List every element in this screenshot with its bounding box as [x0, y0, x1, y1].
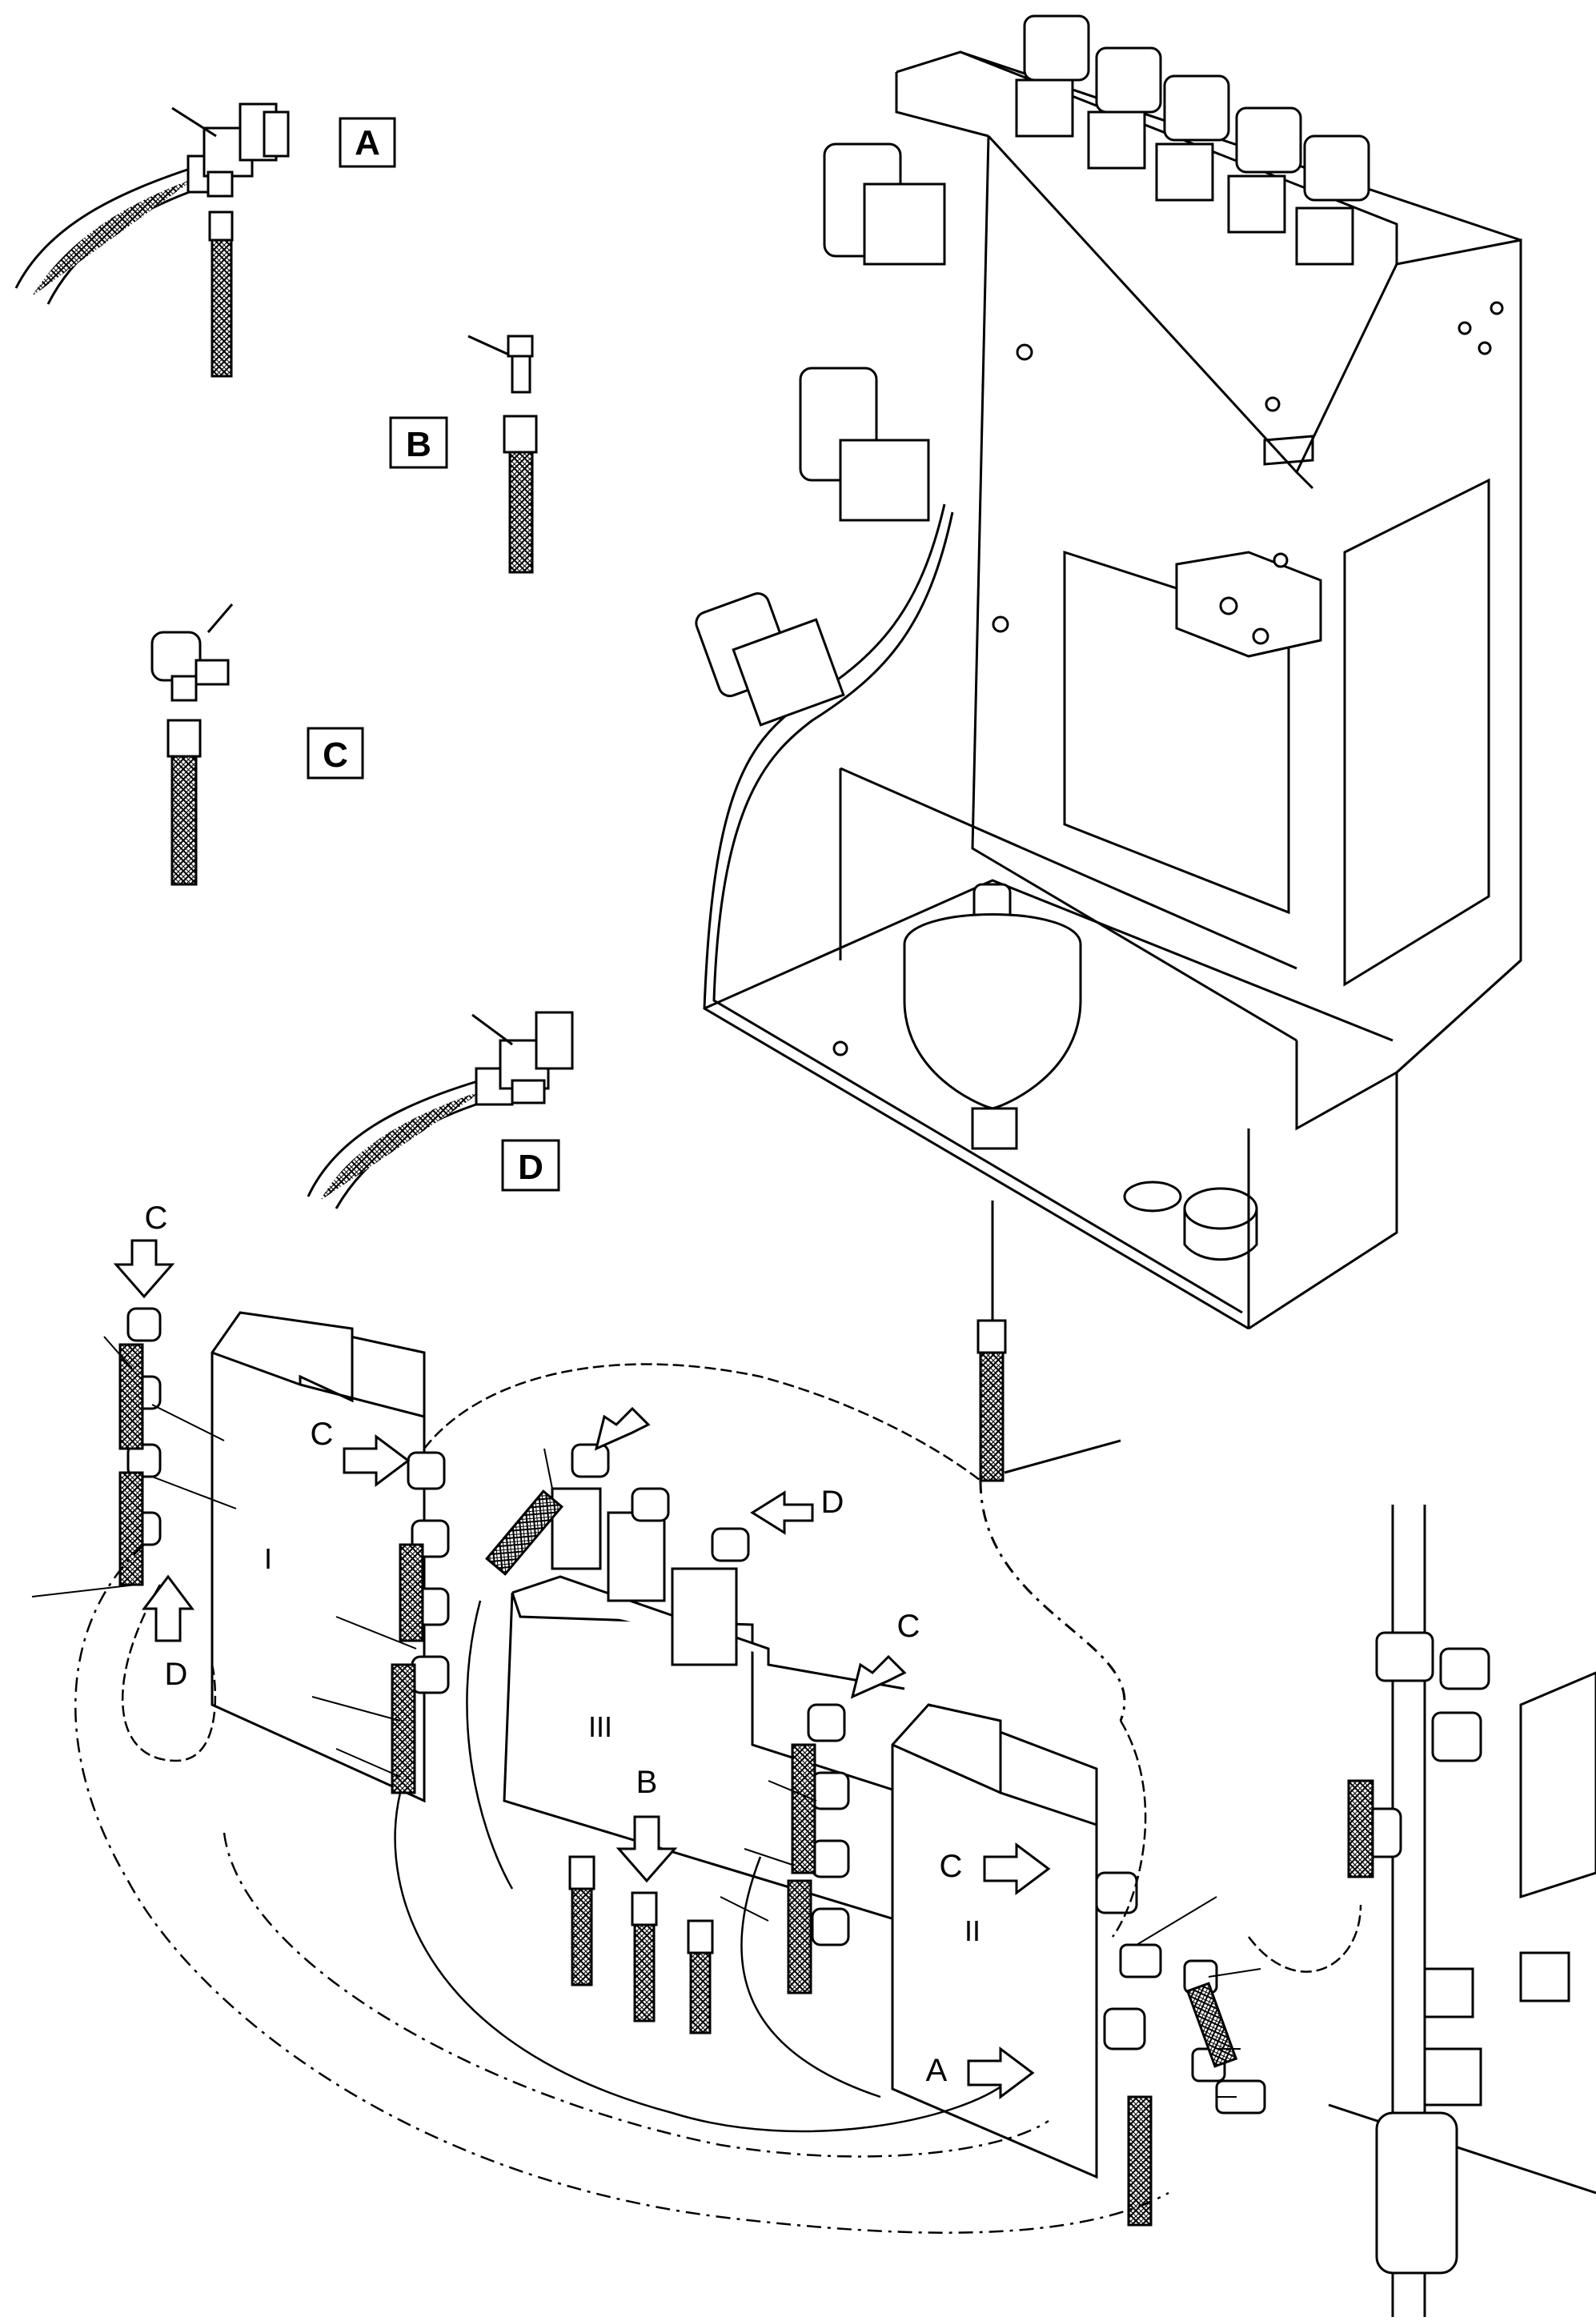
- solenoid-valve-row: [1015, 14, 1370, 266]
- callout-c-top-left: C: [145, 1201, 168, 1236]
- callout-d-top: D: [821, 1485, 844, 1520]
- block-iii-bottom-hoses: [568, 1855, 714, 2034]
- detail-c-label: C: [323, 736, 348, 775]
- callout-c-center: C: [897, 1609, 920, 1644]
- detail-d-fitting: [307, 1011, 574, 1209]
- block-i: [211, 1311, 426, 1803]
- callout-b-center: B: [636, 1765, 658, 1800]
- block-ii: [891, 1703, 1098, 2179]
- callout-letters: C C D D C B C A: [145, 1201, 963, 2088]
- detail-a-label: A: [355, 123, 380, 162]
- detail-c-label-box: C: [307, 727, 364, 780]
- detail-c-fitting: [150, 603, 234, 886]
- detail-d-label: D: [518, 1148, 543, 1187]
- callout-d-left: D: [165, 1657, 188, 1692]
- block-ii-left-fittings: [787, 1703, 850, 1994]
- vertical-hose: [976, 1201, 1126, 1722]
- callout-arrows: [113, 1239, 1051, 2099]
- side-valves: [695, 142, 946, 727]
- block-iii-label: III: [588, 1710, 612, 1743]
- callout-c-block-ii: C: [940, 1849, 963, 1884]
- accumulator: [903, 883, 1082, 1150]
- detail-b-label: B: [406, 425, 431, 464]
- callout-c-block-i: C: [311, 1417, 334, 1452]
- right-machinery: [1328, 1505, 1596, 2317]
- block-i-right-fittings: [391, 1451, 450, 1794]
- block-i-left-fittings: [118, 1307, 162, 1586]
- block-i-label: I: [264, 1542, 272, 1575]
- detail-a-label-box: A: [339, 117, 396, 168]
- block-iii-top-fittings: [485, 1443, 750, 1576]
- leader-lines: [31, 1336, 1261, 2098]
- detail-d-label-box: D: [501, 1139, 560, 1192]
- detail-b-fitting: [467, 335, 538, 574]
- block-ii-right-fittings: [1095, 1871, 1266, 2227]
- block-ii-label: II: [964, 1914, 980, 1947]
- callout-a-block-ii: A: [926, 2053, 948, 2088]
- detail-a-fitting: [14, 102, 290, 378]
- detail-b-label-box: B: [389, 416, 448, 469]
- return-lines: [74, 1363, 1362, 2234]
- mounting-bracket: [1175, 551, 1322, 658]
